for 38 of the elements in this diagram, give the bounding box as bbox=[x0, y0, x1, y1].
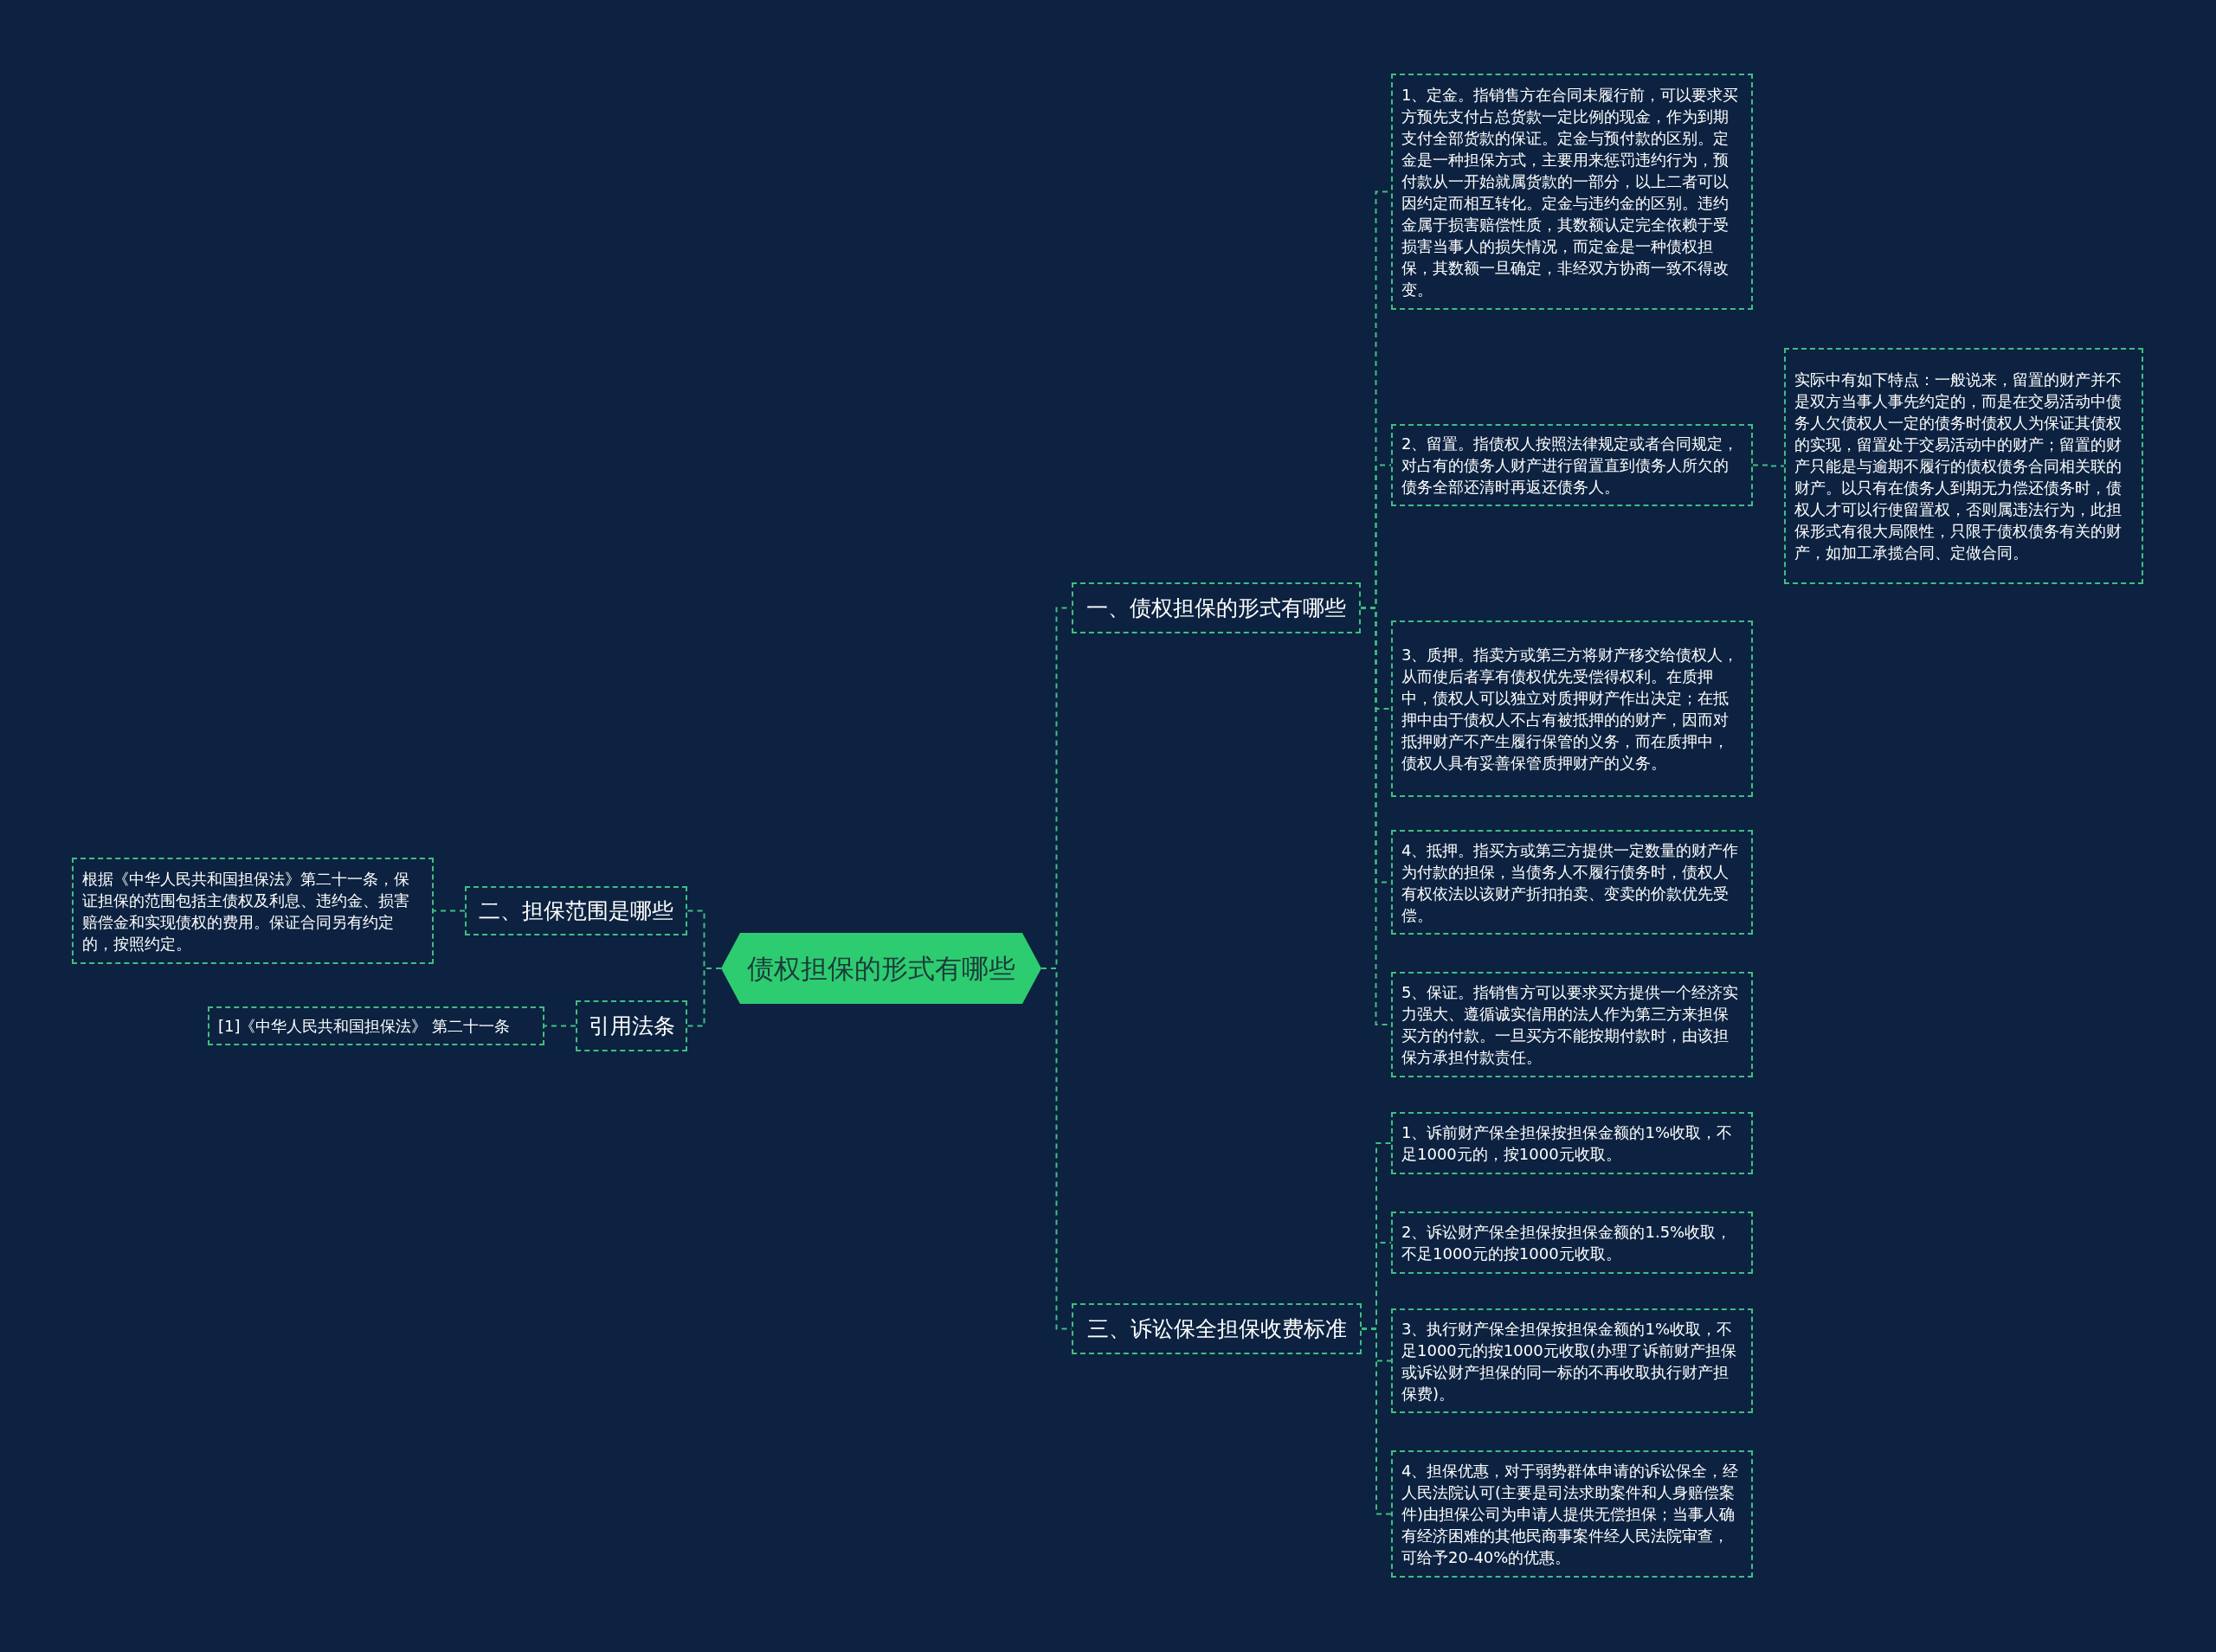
detail-text: 4、担保优惠，对于弱势群体申请的诉讼保全，经人民法院认可(主要是司法求助案件和人身赔偿案件)由担保公司为申请人提供无偿担保；当事人确有经济困难的其他民商事案件经人民法院审查，可给予20-40%的优惠。 bbox=[1401, 1461, 1740, 1568]
connector-line bbox=[433, 910, 466, 912]
detail-text: 3、执行财产保全担保按担保金额的1%收取，不足1000元的按1000元收取(办理了诉前财产担保或诉讼财产担保的同一标的不再收取执行财产担保费)。 bbox=[1401, 1318, 1737, 1405]
detail-text: 1、诉前财产保全担保按担保金额的1%收取，不足1000元的，按1000元收取。 bbox=[1401, 1122, 1733, 1165]
detail-text: 2、诉讼财产保全担保按担保金额的1.5%收取，不足1000元的按1000元收取。 bbox=[1401, 1222, 1733, 1264]
detail-box bbox=[1391, 1112, 1753, 1174]
detail-box bbox=[1391, 424, 1753, 506]
branch-box bbox=[1072, 1303, 1362, 1354]
detail-box bbox=[1391, 1212, 1753, 1274]
detail-text: 实际中有如下特点：一般说来，留置的财产并不是双方当事人事先约定的，而是在交易活动中债务人欠债权人一定的债务时债权人为保证其债权的实现，留置处于交易活动中的财产；留置的财产只能是与逾期不履行的债权债务合同相关联的财产。以只有在债务人到期无力偿还债务时，债权人才可以行使留置权，否则属违法行为，此担保形式有很大局限性，只限于债权债务有关的财产，如加工承揽合同、定做合同。 bbox=[1794, 370, 2123, 563]
branch-box bbox=[576, 1000, 687, 1051]
detail-box bbox=[208, 1006, 544, 1045]
branch-text: 引用法条 bbox=[588, 1012, 675, 1040]
connector-line bbox=[686, 967, 722, 1027]
detail-text: 3、质押。指卖方或第三方将财产移交给债权人，从而使后者享有债权优先受偿得权利。在质押中，债权人可以独立对质押财产作出决定；在抵押中由于债权人不占有被抵押的的财产，因而对抵押财产不产生履行保管的义务，而在质押中，债权人具有妥善保管质押财产的义务。 bbox=[1401, 645, 1740, 774]
topic-text: 债权担保的形式有哪些 bbox=[747, 951, 1015, 986]
detail-box bbox=[1391, 1308, 1753, 1413]
branch-box bbox=[1072, 582, 1361, 633]
branch-text: 一、债权担保的形式有哪些 bbox=[1086, 594, 1346, 622]
branch-box bbox=[465, 886, 687, 935]
detail-box bbox=[1391, 1450, 1753, 1578]
detail-text: 4、抵押。指买方或第三方提供一定数量的财产作为付款的担保，当债务人不履行债务时，债权人有权依法以该财产折扣拍卖、变卖的价款优先受偿。 bbox=[1401, 839, 1740, 926]
detail-box bbox=[1391, 620, 1753, 797]
detail-text: 2、留置。指债权人按照法律规定或者合同规定，对占有的债务人财产进行留置直到债务人所欠的债务全部还清时再返还债务人。 bbox=[1401, 434, 1740, 498]
central-topic bbox=[721, 933, 1041, 1004]
connector-line bbox=[544, 1025, 577, 1027]
detail-box bbox=[1784, 348, 2143, 584]
connector-line bbox=[1361, 1327, 1392, 1515]
detail-text: 根据《中华人民共和国担保法》第二十一条，保证担保的范围包括主债权及利息、违约金、损害赔偿金和实现债权的费用。保证合同另有约定的，按照约定。 bbox=[82, 868, 410, 955]
detail-text: [1]《中华人民共和国担保法》 第二十一条 bbox=[218, 1016, 512, 1037]
detail-box bbox=[72, 858, 434, 964]
branch-text: 二、担保范围是哪些 bbox=[479, 897, 673, 925]
detail-text: 5、保证。指销售方可以要求买方提供一个经济实力强大、遵循诚实信用的法人作为第三方来担保买方的付款。一旦买方不能按期付款时，由该担保方承担付款责任。 bbox=[1401, 982, 1740, 1068]
branch-text: 三、诉讼保全担保收费标准 bbox=[1086, 1315, 1347, 1343]
detail-box bbox=[1391, 830, 1753, 935]
detail-text: 1、定金。指销售方在合同未履行前，可以要求买方预先支付占总货款一定比例的现金，作为到期支付全部货款的保证。定金与预付款的区别。定金是一种担保方式，主要用来惩罚违约行为，预付款从一开始就属货款的一部分，以上二者可以因约定而相互转化。定金与违约金的区别。违约金属于损害赔偿性质，其数额认定完全依赖于受损害当事人的损失情况，而定金是一种债权担保，其数额一旦确定，非经双方协商一致不得改变。 bbox=[1401, 84, 1740, 300]
detail-box bbox=[1391, 972, 1753, 1077]
connector-line bbox=[1752, 464, 1785, 467]
